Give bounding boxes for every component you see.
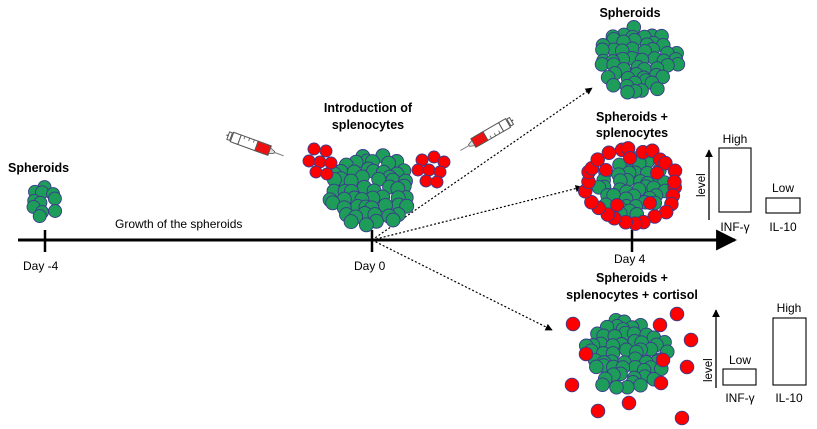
label-day-minus4: Day -4 — [23, 259, 59, 273]
splenocyte-cell — [324, 156, 338, 170]
spheroid-cell — [343, 214, 359, 230]
spheroid-cell — [48, 204, 63, 218]
spheroid-with-splenocytes-cortisol — [564, 306, 699, 426]
syringe-icon — [226, 131, 284, 157]
spheroid-cell — [633, 377, 648, 393]
syringe-icon — [460, 116, 515, 151]
spheroid-cell — [589, 359, 604, 375]
splenocyte-cell — [643, 196, 657, 210]
splenocyte-cell — [578, 346, 594, 362]
spheroid-with-splenocytes — [577, 141, 683, 231]
spheroid-cell — [620, 85, 635, 100]
spheroid-control — [594, 19, 686, 100]
bar-il-10-name: IL-10 — [769, 220, 797, 234]
label-day0: Day 0 — [354, 259, 386, 273]
splenocyte-cell — [652, 317, 668, 333]
splenocyte-cell — [621, 395, 637, 411]
spheroid-cell — [358, 217, 374, 233]
bar-inf-gamma-level: High — [723, 132, 748, 146]
label-spheroids-splenocytes-line1: Spheroids + — [596, 110, 668, 124]
timeline: Day -4 Day 0 Day 4 Growth of the spheroi… — [18, 217, 738, 273]
splenocyte-cluster-right — [411, 150, 451, 189]
spheroid-cell — [650, 81, 665, 97]
splenocyte-cell — [320, 167, 334, 181]
splenocyte-cell — [590, 152, 605, 167]
splenocyte-cell — [679, 359, 695, 375]
bar-inf-gamma — [722, 368, 757, 386]
spheroid-day0 — [322, 148, 415, 233]
spheroid-small-day-minus4 — [26, 180, 63, 224]
spheroid-cell — [32, 209, 47, 224]
splenocyte-cell — [430, 175, 444, 189]
splenocyte-cell — [599, 163, 613, 177]
label-introduction-line2: splenocytes — [332, 118, 404, 132]
bar-il-10-name: IL-10 — [775, 391, 803, 405]
label-spheroids-top: Spheroids — [599, 6, 660, 20]
splenocyte-cell — [623, 151, 637, 165]
splenocyte-cell — [655, 352, 671, 368]
level-axis-label: level — [696, 173, 708, 197]
splenocyte-cell — [610, 198, 624, 212]
splenocyte-cell — [419, 174, 433, 188]
bar-il-10-level: High — [777, 301, 802, 315]
splenocyte-cell — [658, 155, 673, 171]
splenocyte-cell — [564, 377, 580, 393]
splenocyte-cell — [309, 165, 323, 179]
spheroid-cell — [606, 77, 621, 93]
spheroid-cell — [609, 380, 624, 395]
splenocyte-cluster-left — [302, 142, 338, 181]
cytokine-panel-splenocytes: level High Low INF-γ IL-10 — [696, 132, 801, 234]
arrow-to-spheroids-cortisol — [371, 239, 553, 331]
splenocyte-cell — [422, 163, 436, 177]
splenocyte-cell — [584, 195, 599, 210]
splenocyte-cell — [667, 174, 682, 190]
bar-il-10-level: Low — [772, 181, 794, 195]
splenocyte-cell — [669, 306, 685, 322]
bar-inf-gamma-level: Low — [729, 353, 751, 367]
splenocyte-cell — [565, 316, 581, 332]
bar-inf-gamma-name: INF-γ — [725, 391, 754, 405]
splenocyte-cell — [650, 166, 664, 180]
label-introduction-line1: Introduction of — [324, 101, 413, 115]
arrow-to-spheroids-splenocytes — [371, 185, 583, 241]
spheroid-cell — [47, 191, 62, 206]
splenocyte-cell — [653, 375, 669, 391]
branch-arrows — [371, 87, 593, 331]
label-growth: Growth of the spheroids — [115, 217, 242, 231]
label-spheroids-cortisol-line2: splenocytes + cortisol — [566, 288, 698, 302]
bar-il-10 — [765, 197, 801, 214]
label-day4: Day 4 — [614, 252, 646, 266]
splenocyte-cell — [411, 163, 425, 177]
label-spheroids-cortisol-line1: Spheroids + — [596, 271, 668, 285]
splenocyte-cell — [302, 154, 316, 168]
label-spheroids-splenocytes-line2: splenocytes — [596, 126, 668, 140]
label-spheroids-left: Spheroids — [8, 161, 69, 175]
splenocyte-cell — [601, 145, 617, 161]
splenocyte-cell — [674, 410, 690, 426]
arrow-to-spheroids — [371, 87, 593, 241]
splenocyte-cell — [683, 332, 699, 348]
splenocyte-cell — [307, 142, 321, 156]
spheroid-cell — [595, 377, 610, 392]
bar-il-10 — [772, 317, 807, 386]
level-axis-label: level — [703, 358, 715, 382]
cytokine-panel-cortisol: level Low High INF-γ IL-10 — [703, 301, 807, 405]
bar-inf-gamma-name: INF-γ — [720, 220, 749, 234]
bar-inf-gamma — [718, 147, 752, 213]
spheroid-cell — [385, 212, 401, 228]
splenocyte-cell — [319, 144, 333, 158]
splenocyte-cell — [590, 403, 606, 419]
